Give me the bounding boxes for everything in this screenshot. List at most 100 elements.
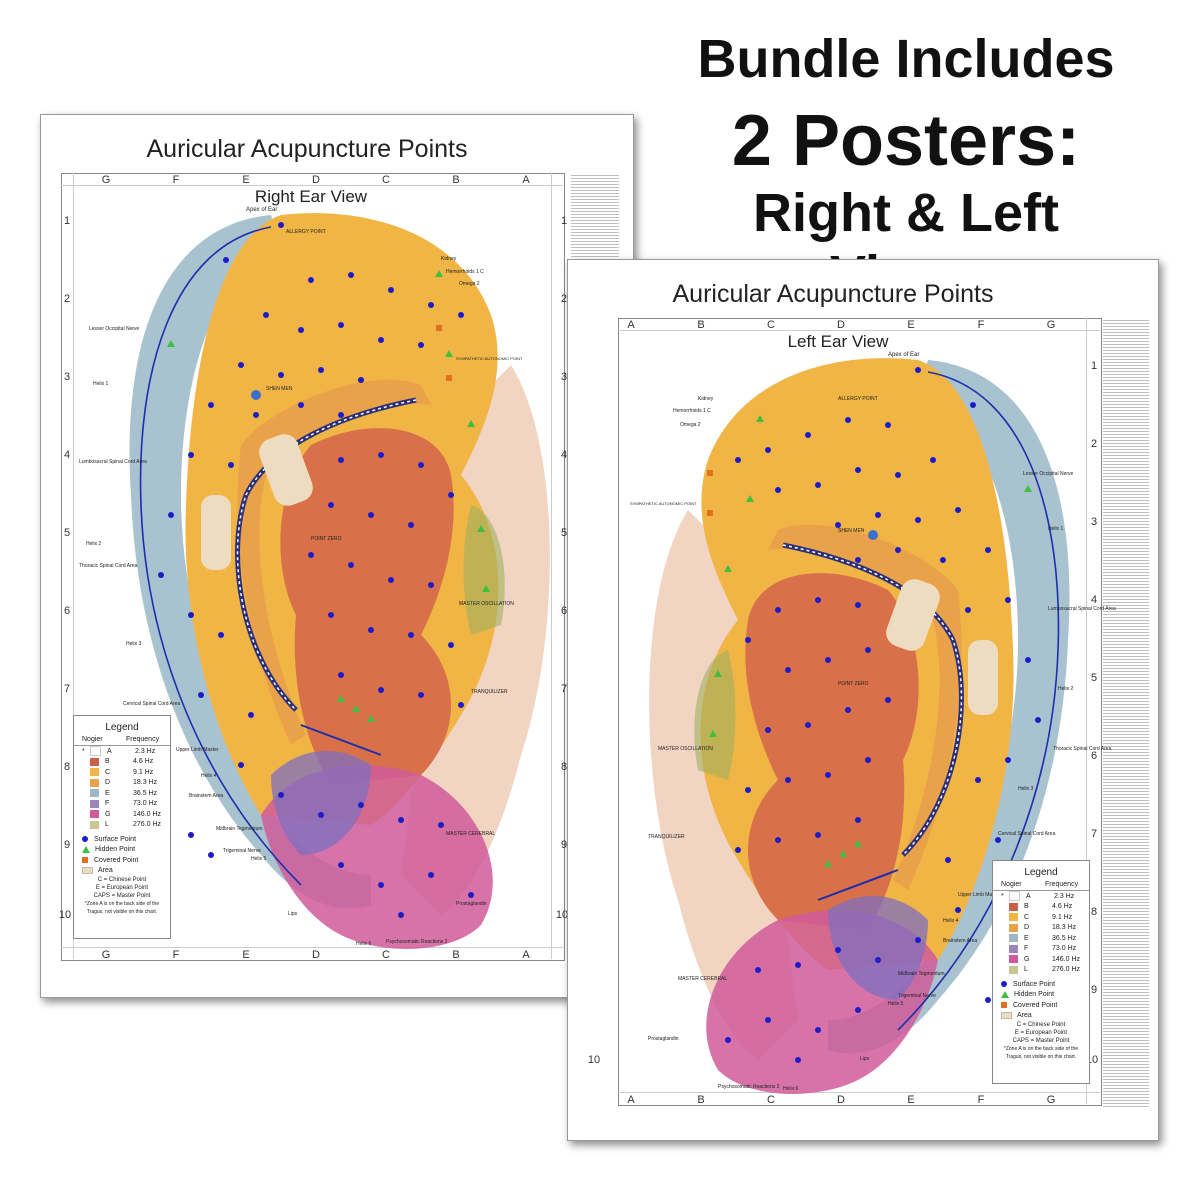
- col-label: G: [1046, 319, 1056, 331]
- lumbosacral-label: Lumbosacral Spinal Cord Area: [79, 459, 147, 465]
- legend-freq: 36.5 Hz: [1052, 934, 1077, 942]
- upper-limb-label: Upper Limb Master: [176, 747, 219, 753]
- legend-swatch: [1009, 944, 1018, 953]
- legend-hidden: Hidden Point: [74, 845, 170, 856]
- legend-swatch: [1009, 891, 1020, 902]
- row-label: 9: [1090, 984, 1098, 996]
- legend-surface: Surface Point: [993, 979, 1089, 990]
- legend-freq: 9.1 Hz: [1052, 913, 1073, 921]
- col-label: A: [522, 949, 530, 961]
- helix-6-label: Helix 6: [783, 1086, 799, 1092]
- lumbosacral-label: Lumbosacral Spinal Cord Area: [1048, 606, 1116, 612]
- shen-men-label: SHEN MEN: [266, 386, 293, 392]
- cream-area: [259, 434, 313, 506]
- point-index-list: [1103, 318, 1149, 1108]
- row-label: 4: [560, 449, 568, 461]
- helix-5-label: Helix 5: [888, 1001, 904, 1007]
- legend-col-frequency: Frequency: [126, 736, 160, 743]
- legend-zone: G: [105, 810, 111, 818]
- row-label: 10: [58, 909, 72, 921]
- spine-dots: [782, 544, 963, 856]
- legend-swatch: [1009, 965, 1018, 974]
- grid-right-line: [551, 173, 552, 959]
- surface-point-icon: [1001, 981, 1007, 988]
- prostaglandin-label: Prostaglandin: [648, 1036, 679, 1042]
- legend-mark: *: [82, 747, 85, 755]
- col-label: D: [312, 174, 320, 186]
- helix-3-label: Helix 3: [126, 641, 142, 647]
- helix-4-label: Helix 4: [943, 918, 959, 924]
- allergy-label: ALLERGY POINT: [838, 396, 878, 402]
- hidden-point-icon: [1001, 991, 1009, 999]
- col-label: E: [907, 1094, 915, 1106]
- row-label: 9: [560, 839, 568, 851]
- row-label: 4: [1090, 594, 1098, 606]
- col-label: B: [452, 174, 460, 186]
- cream-area: [886, 579, 940, 651]
- col-label: G: [101, 174, 111, 186]
- legend-chinese: C = Chinese Point: [1016, 1022, 1066, 1028]
- tragus: [694, 650, 736, 780]
- legend-swatch: [1009, 955, 1018, 964]
- legend-european: E = European Point: [95, 885, 149, 891]
- row-label: 1: [63, 215, 71, 227]
- legend-caps: CAPS = Master Point: [1012, 1038, 1070, 1044]
- col-label: D: [837, 1094, 845, 1106]
- col-label: B: [697, 319, 705, 331]
- thoracic-spinal-label: Thoracic Spinal Cord Area: [1053, 746, 1112, 752]
- hidden-point-icon: [82, 846, 90, 854]
- brainstem-label: Brainstem Area: [943, 938, 977, 944]
- legend-freq: 18.3 Hz: [133, 779, 158, 787]
- lesser-occipital-label: Lesser Occipital Nerve: [89, 326, 140, 332]
- row-label: 3: [63, 371, 71, 383]
- cervical-spinal-label: Cervical Spinal Cord Area: [123, 701, 180, 707]
- spine-dots: [236, 399, 417, 711]
- legend-zone: D: [1024, 924, 1030, 932]
- col-label: B: [452, 949, 460, 961]
- legend-header: Nogier Frequency: [74, 733, 170, 746]
- concha: [280, 428, 454, 785]
- legend-covered: Covered Point: [993, 1000, 1089, 1011]
- row-label: 8: [560, 761, 568, 773]
- right-ear-illustration: Apex of Ear ALLERGY POINT SHEN MEN MASTE…: [79, 207, 550, 949]
- lips-label: Lips: [288, 911, 298, 917]
- col-label: G: [101, 949, 111, 961]
- legend-zone: F: [1024, 945, 1029, 953]
- grid-footer-line: [618, 1092, 1100, 1093]
- poster-title: Auricular Acupuncture Points: [146, 135, 468, 163]
- hidden-points: [167, 270, 490, 722]
- row-label: 9: [63, 839, 71, 851]
- legend-hidden: Hidden Point: [993, 990, 1089, 1001]
- col-label: A: [627, 1094, 635, 1106]
- omega-2-label: Omega 2: [459, 281, 480, 287]
- legend-freq: 9.1 Hz: [133, 768, 154, 776]
- covered-points: [707, 470, 713, 516]
- grid-frame: [61, 173, 565, 961]
- col-label: E: [907, 319, 915, 331]
- col-label: E: [242, 174, 250, 186]
- legend-swatch: [90, 778, 99, 787]
- legend-swatch: [1009, 923, 1018, 932]
- upper-limb-label: Upper Limb Master: [958, 892, 1001, 898]
- apex-label: Apex of Ear: [246, 207, 277, 213]
- cream-area: [201, 495, 231, 570]
- legend-swatch: [90, 820, 99, 829]
- row-label: 6: [560, 605, 568, 617]
- point-zero-label: POINT ZERO: [838, 681, 869, 687]
- col-label: E: [242, 949, 250, 961]
- view-title: Left Ear View: [787, 332, 889, 351]
- covered-points: [436, 325, 452, 381]
- shen-men-marker: [868, 530, 878, 540]
- legend-title: Legend: [1024, 867, 1058, 878]
- legend-freq: 276.0 Hz: [133, 821, 162, 829]
- helix-4-label: Helix 4: [201, 773, 217, 779]
- col-label: D: [837, 319, 845, 331]
- psychosomatic-label: Psychosomatic Reactions 2: [718, 1084, 780, 1090]
- cream-area: [968, 640, 998, 715]
